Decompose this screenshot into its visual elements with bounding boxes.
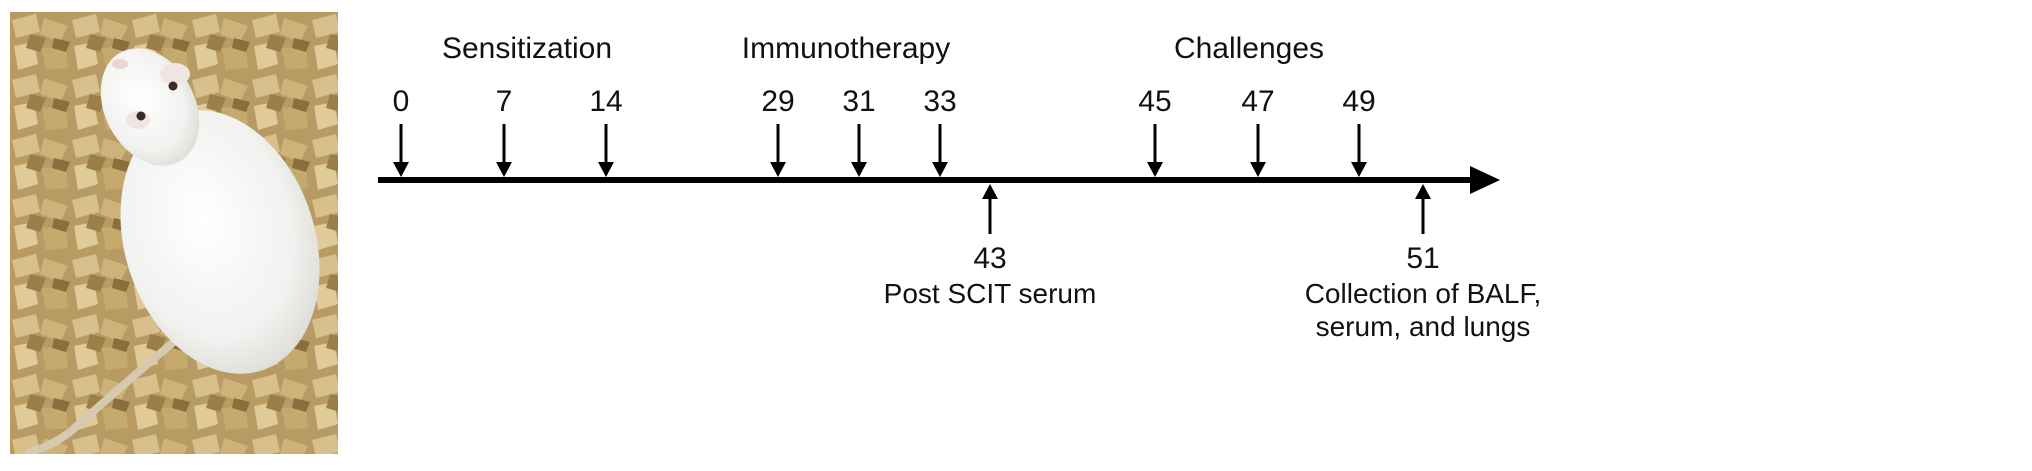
phase-label-immunotherapy: Immunotherapy (742, 32, 950, 65)
event-marker-post-scit: 43 Post SCIT serum (884, 184, 1097, 309)
event-day-label: 51 (1406, 242, 1439, 275)
phase-label-sensitization: Sensitization (442, 32, 612, 65)
up-arrowhead (1415, 184, 1431, 199)
down-arrowhead (770, 162, 786, 177)
day-marker: 49 (1342, 85, 1376, 177)
day-label: 7 (496, 85, 513, 118)
down-arrowhead (598, 162, 614, 177)
up-arrowhead (982, 184, 998, 199)
mouse-photo (10, 12, 338, 454)
day-marker: 7 (496, 85, 513, 177)
day-marker: 0 (393, 85, 410, 177)
day-label: 14 (589, 85, 622, 118)
event-description: Post SCIT serum (884, 278, 1097, 309)
timeline-arrowhead (1470, 166, 1500, 194)
event-day-label: 43 (973, 242, 1006, 275)
down-arrowhead (1250, 162, 1266, 177)
day-marker: 47 (1241, 85, 1275, 177)
day-marker: 29 (761, 85, 795, 177)
day-label: 33 (923, 85, 956, 118)
down-arrowhead (1351, 162, 1367, 177)
day-label: 31 (842, 85, 875, 118)
day-label: 49 (1342, 85, 1375, 118)
down-arrowhead (393, 162, 409, 177)
day-marker: 31 (842, 85, 876, 177)
day-label: 45 (1138, 85, 1171, 118)
day-marker: 14 (589, 85, 623, 177)
down-arrowhead (932, 162, 948, 177)
day-label: 29 (761, 85, 794, 118)
phase-label-challenges: Challenges (1174, 32, 1324, 65)
down-arrowhead (496, 162, 512, 177)
day-marker: 33 (923, 85, 957, 177)
event-marker-collection: 51 Collection of BALF, serum, and lungs (1305, 184, 1542, 342)
day-label: 47 (1241, 85, 1274, 118)
day-marker: 45 (1138, 85, 1172, 177)
down-arrowhead (1147, 162, 1163, 177)
event-description-line-1: Collection of BALF, (1305, 278, 1542, 309)
down-arrowhead (851, 162, 867, 177)
event-description-line-2: serum, and lungs (1316, 311, 1531, 342)
day-label: 0 (393, 85, 410, 118)
